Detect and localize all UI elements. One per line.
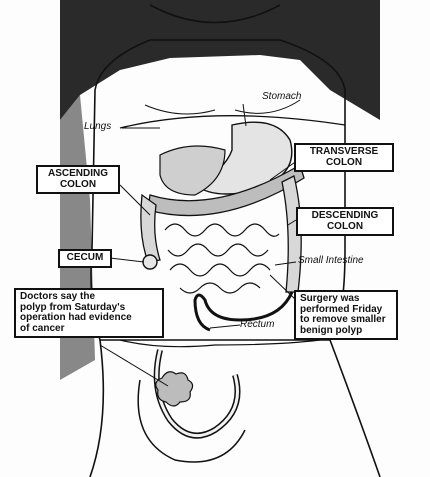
label-transverse-colon: TRANSVERSE COLON — [294, 143, 394, 172]
pelvic-outline — [120, 340, 320, 347]
label-descending-colon-line2: COLON — [302, 222, 388, 233]
note-friday-line1: Surgery was — [300, 294, 392, 305]
dark-background — [60, 0, 380, 120]
label-rectum: Rectum — [240, 320, 274, 331]
note-friday-surgery: Surgery was performed Friday to remove s… — [294, 290, 398, 340]
note-saturday-line3: operation had evidence — [20, 313, 158, 324]
label-lungs: Lungs — [84, 122, 111, 133]
label-descending-colon: DESCENDING COLON — [296, 207, 394, 236]
label-stomach: Stomach — [262, 92, 301, 103]
label-transverse-colon-line2: COLON — [300, 158, 388, 169]
label-small-intestine: Small Intestine — [298, 256, 364, 267]
note-saturday-line4: of cancer — [20, 324, 158, 335]
label-ascending-colon: ASCENDING COLON — [36, 165, 120, 194]
label-transverse-colon-line1: TRANSVERSE — [300, 147, 388, 158]
note-saturday-line1: Doctors say the — [20, 292, 158, 303]
label-ascending-colon-line1: ASCENDING — [42, 169, 114, 180]
small-intestine-loops — [165, 224, 279, 293]
label-descending-colon-line1: DESCENDING — [302, 211, 388, 222]
polyp-shape — [156, 372, 193, 406]
label-cecum: CECUM — [58, 249, 112, 268]
note-friday-line4: benign polyp — [300, 326, 392, 337]
cecum-shape — [143, 255, 157, 269]
note-saturday-polyp: Doctors say the polyp from Saturday's op… — [14, 288, 164, 338]
label-ascending-colon-line2: COLON — [42, 180, 114, 191]
note-friday-line3: to remove smaller — [300, 315, 392, 326]
